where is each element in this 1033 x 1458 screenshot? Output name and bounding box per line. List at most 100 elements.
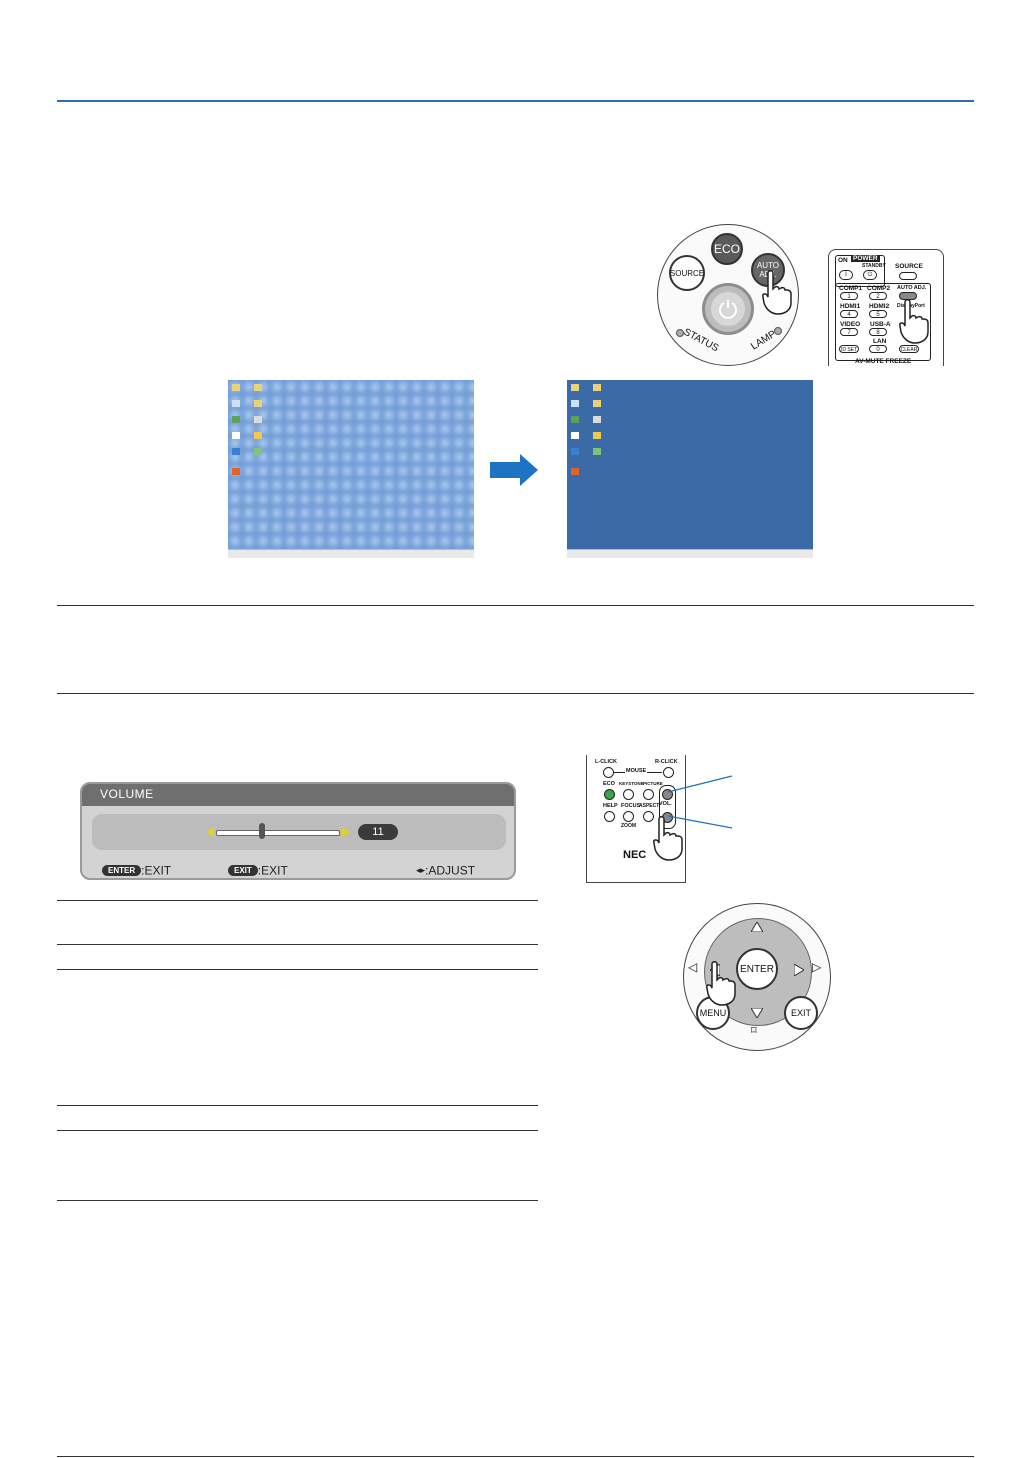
focus-button[interactable] <box>623 811 634 822</box>
keystone-icon: ⌑ <box>751 1024 757 1037</box>
volume-down-icon: ◁ <box>688 960 698 974</box>
desktop-app-icon <box>254 432 262 439</box>
comp1-label: COMP1 <box>839 285 863 292</box>
eco-label: ECO <box>603 781 615 787</box>
power-icon <box>719 300 737 319</box>
help-button[interactable] <box>604 811 615 822</box>
volume-slider-thumb[interactable] <box>258 823 265 839</box>
eco-button[interactable]: ECO <box>711 233 743 265</box>
hand-pointer-icon <box>899 299 929 344</box>
help-label: HELP <box>603 803 618 809</box>
volume-osd: VOLUME 11 ENTER:EXIT EXIT:EXIT ◂▸:ADJUST <box>80 782 516 880</box>
input-area <box>835 283 931 361</box>
hdmi1-label: HDMI1 <box>840 303 861 310</box>
mouse-label: MOUSE <box>625 768 648 774</box>
desktop-computer-icon <box>232 400 240 407</box>
desktop-app-icon <box>254 448 262 455</box>
table-rule <box>57 1105 538 1106</box>
lamp-label: LAMP <box>749 328 779 353</box>
key-0[interactable]: 0 <box>869 345 887 353</box>
key-5[interactable]: 5 <box>869 310 887 318</box>
lclick-label: L-CLICK <box>595 759 617 765</box>
volume-value-text: 11 <box>372 826 384 838</box>
osd-title: VOLUME <box>100 787 154 801</box>
footer-rule <box>57 1456 974 1457</box>
table-rule <box>57 1130 538 1131</box>
exit-button[interactable]: EXIT <box>784 996 818 1030</box>
taskbar <box>228 549 474 558</box>
enter-button-label: ENTER <box>740 963 774 975</box>
focus-label: FOCUS <box>621 803 641 809</box>
desktop-globe-icon <box>232 448 240 455</box>
volume-up-icon: ▷ <box>812 960 822 974</box>
on-key[interactable]: I <box>839 270 853 280</box>
source-button[interactable]: SOURCE <box>669 255 705 291</box>
video-label: VIDEO <box>840 321 861 328</box>
id-set-key[interactable]: ID SET <box>839 345 859 353</box>
desktop-folder-icon <box>593 384 601 391</box>
lamp-led <box>774 327 782 335</box>
key-4[interactable]: 4 <box>840 310 858 318</box>
picture-label: PICTURE <box>643 781 663 786</box>
desktop-app-icon <box>232 468 240 475</box>
increase-arrow-icon[interactable] <box>342 827 350 837</box>
decrease-arrow-icon[interactable] <box>206 827 214 837</box>
hand-pointer-icon <box>706 961 736 1006</box>
rclick-button[interactable] <box>663 767 674 778</box>
key-8[interactable]: 8 <box>869 328 887 336</box>
eco-button[interactable] <box>604 789 615 800</box>
desktop-computer-icon <box>571 400 579 407</box>
status-led <box>676 329 684 337</box>
desktop-document-icon <box>571 432 579 439</box>
desktop-network-icon <box>571 416 579 423</box>
picture-button[interactable] <box>643 789 654 800</box>
desktop-after-adjust <box>567 380 813 558</box>
power-button[interactable] <box>702 283 754 335</box>
exit-button-label: EXIT <box>790 1008 811 1018</box>
adjust-symbol: ◂▸ <box>416 865 426 875</box>
vol-up-button[interactable] <box>662 789 673 800</box>
callout-lines <box>667 775 733 829</box>
enter-action: :EXIT <box>141 863 172 878</box>
hand-pointer-icon <box>653 816 683 861</box>
volume-value: 11 <box>358 824 398 840</box>
desktop-folder-icon <box>254 400 262 407</box>
table-rule <box>57 944 538 945</box>
clear-key[interactable]: CLEAR <box>899 345 919 353</box>
down-arrow-icon[interactable] <box>751 1008 763 1018</box>
keystone-button[interactable] <box>623 789 634 800</box>
adjust-action: :ADJUST <box>425 863 476 878</box>
key-1[interactable]: 1 <box>840 292 858 300</box>
desktop-folder-icon <box>232 384 240 391</box>
key-2[interactable]: 2 <box>869 292 887 300</box>
standby-label: STANDBY <box>862 263 886 269</box>
display-port-label: DisplayPort <box>897 303 925 309</box>
section-divider <box>57 693 974 694</box>
remote-control-volume: L-CLICK R-CLICK MOUSE ECO KEYSTONE PICTU… <box>586 755 686 883</box>
right-arrow-icon[interactable] <box>794 964 804 976</box>
lclick-button[interactable] <box>603 767 614 778</box>
desktop-document-icon <box>232 432 240 439</box>
desktop-folder-icon <box>593 400 601 407</box>
menu-button-label: MENU <box>699 1008 727 1018</box>
key-7[interactable]: 7 <box>840 328 858 336</box>
source-button-label: SOURCE <box>669 268 705 278</box>
projector-control-panel: ECO SOURCE AUTO ADJ. STATUS LAMP <box>657 224 799 366</box>
power-label: POWER <box>851 255 880 262</box>
enter-key-badge: ENTER <box>102 865 142 876</box>
up-arrow-icon[interactable] <box>751 922 763 932</box>
osd-footer: ENTER:EXIT EXIT:EXIT ◂▸:ADJUST <box>82 858 514 878</box>
header-rule <box>57 100 974 102</box>
volume-control-row: 11 <box>92 814 506 850</box>
taskbar <box>567 549 813 558</box>
volume-slider[interactable] <box>216 830 340 836</box>
desktop-folder-icon <box>571 384 579 391</box>
source-key[interactable] <box>899 272 917 280</box>
table-rule <box>57 1200 538 1201</box>
rclick-label: R-CLICK <box>655 759 678 765</box>
enter-button[interactable]: ENTER <box>736 948 778 990</box>
keystone-label: KEYSTONE <box>619 781 644 786</box>
remote-control-top: ON POWER STANDBY I ⏻ SOURCE COMP1 COMP2 … <box>828 249 944 366</box>
standby-key[interactable]: ⏻ <box>863 270 877 280</box>
aspect-button[interactable] <box>643 811 654 822</box>
